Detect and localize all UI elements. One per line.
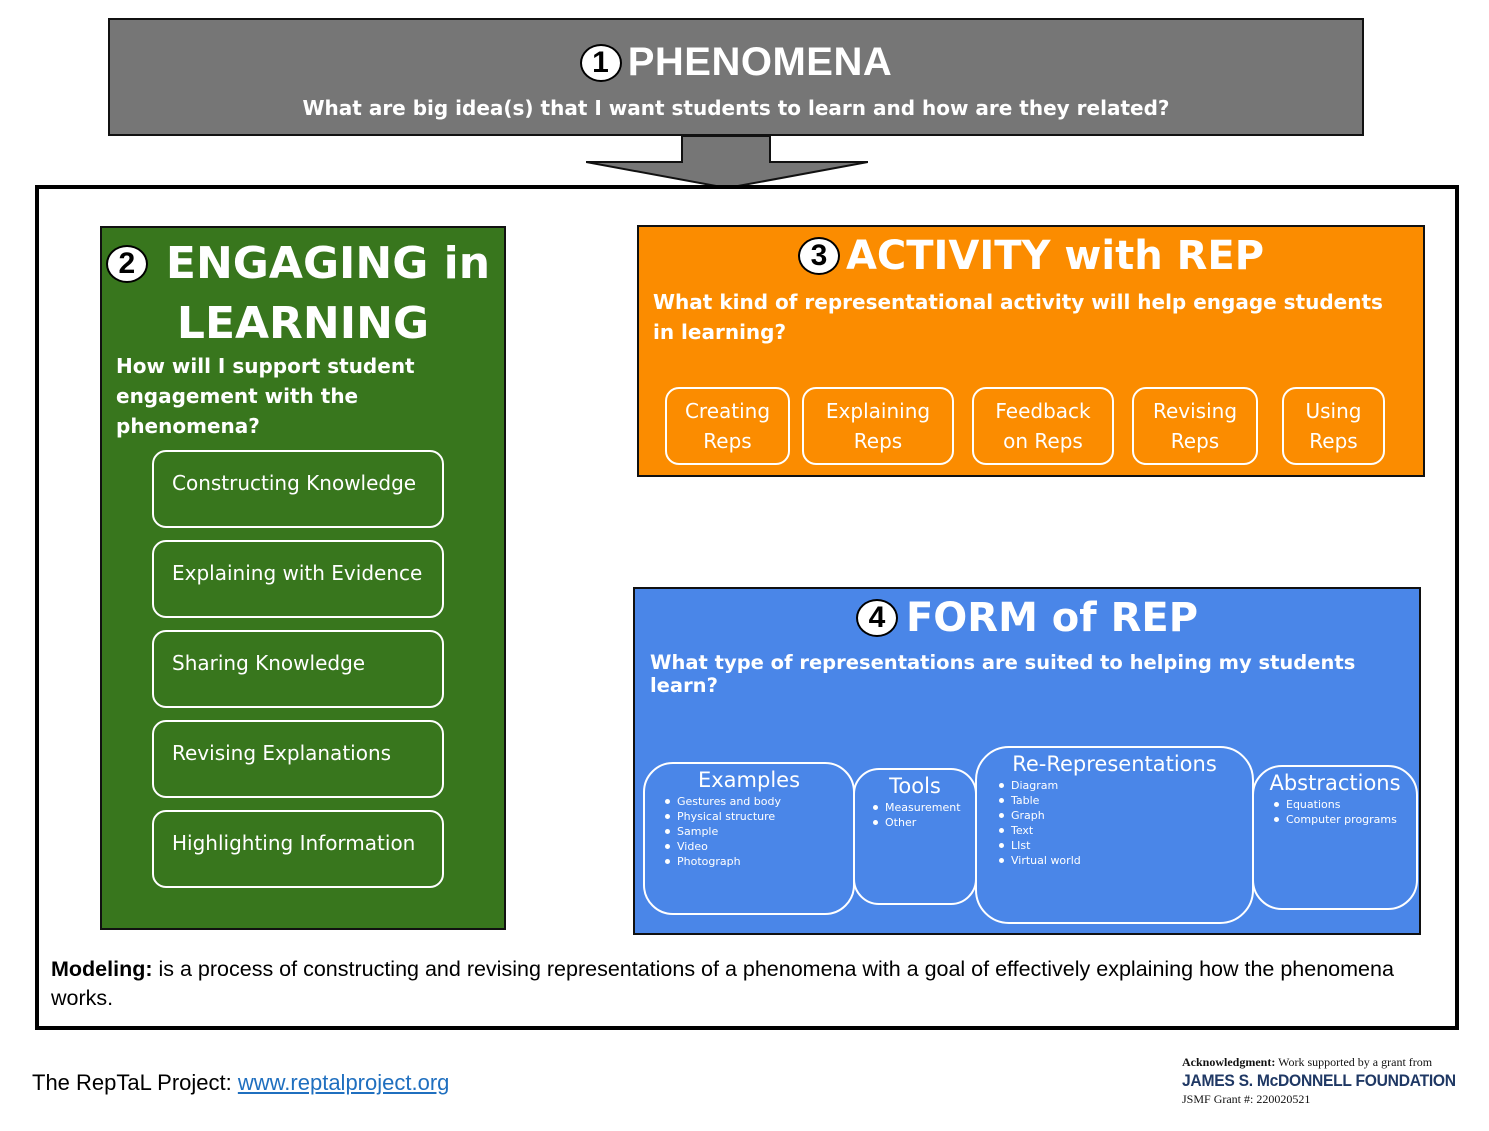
form-list-item: Video	[665, 839, 853, 854]
form-title-text: FORM of REP	[905, 595, 1199, 641]
form-list-item: Physical structure	[665, 809, 853, 824]
form-category-examples[interactable]: Examples Gestures and body Physical stru…	[643, 762, 855, 915]
form-title: 4 FORM of REP	[635, 595, 1419, 641]
form-list-item: Sample	[665, 824, 853, 839]
step-number-badge: 2	[105, 245, 148, 283]
form-list-item: Equations	[1274, 797, 1416, 812]
engagement-item[interactable]: Constructing Knowledge	[152, 450, 444, 528]
form-category-list: Equations Computer programs	[1254, 797, 1416, 827]
activity-item-line2: Reps	[1170, 429, 1220, 453]
engagement-item-label: Constructing Knowledge	[172, 471, 417, 495]
form-list-item: Diagram	[999, 778, 1252, 793]
activity-title-text: ACTIVITY with REP	[845, 233, 1265, 279]
phenomena-box: 1 PHENOMENA What are big idea(s) that I …	[108, 18, 1364, 136]
form-list-item: Text	[999, 823, 1252, 838]
engagement-item[interactable]: Highlighting Information	[152, 810, 444, 888]
activity-rep-box: 3 ACTIVITY with REP What kind of represe…	[637, 225, 1425, 477]
modeling-definition-text: is a process of constructing and revisin…	[51, 957, 1394, 1010]
engaging-question: How will I support student engagement wi…	[116, 354, 415, 438]
form-category-abstractions[interactable]: Abstractions Equations Computer programs	[1252, 765, 1418, 910]
engagement-item-label: Revising Explanations	[172, 741, 392, 765]
form-category-tools[interactable]: Tools Measurement Other	[853, 768, 977, 905]
engagement-item[interactable]: Explaining with Evidence	[152, 540, 444, 618]
activity-question: What kind of representational activity w…	[653, 290, 1383, 344]
foundation-logo: JAMES S. McDONNELL FOUNDATION	[1182, 1071, 1456, 1090]
activity-item-line2: Reps	[853, 429, 903, 453]
phenomena-question: What are big idea(s) that I want student…	[302, 96, 1170, 120]
down-arrow-icon	[586, 136, 868, 190]
activity-item-line2: Reps	[1309, 429, 1358, 453]
activity-item-line1: Explaining	[825, 399, 931, 423]
step-number-badge: 1	[579, 43, 622, 82]
form-category-title: Re-Representations	[1012, 752, 1217, 776]
engaging-title-line1: ENGAGING in	[165, 238, 491, 289]
form-category-list: Measurement Other	[855, 800, 975, 830]
activity-item-line2: on Reps	[1003, 429, 1083, 453]
acknowledgment: Acknowledgment: Work supported by a gran…	[1182, 1055, 1462, 1107]
activity-title: 3 ACTIVITY with REP	[639, 233, 1423, 279]
form-list-item: Other	[873, 815, 975, 830]
activity-item-line2: Reps	[703, 429, 752, 453]
form-category-title: Abstractions	[1269, 771, 1401, 795]
form-list-item: Virtual world	[999, 853, 1252, 868]
form-category-title: Examples	[697, 768, 801, 792]
engagement-item-label: Sharing Knowledge	[172, 651, 366, 675]
form-list-item: Graph	[999, 808, 1252, 823]
project-label: The RepTaL Project:	[32, 1070, 238, 1095]
form-category-title: Tools	[889, 774, 941, 798]
modeling-term: Modeling:	[51, 957, 153, 981]
step-number-badge: 4	[855, 599, 898, 637]
activity-item[interactable]: Feedback on Reps	[972, 387, 1114, 465]
activity-item-line1: Revising	[1152, 399, 1238, 423]
engagement-item[interactable]: Revising Explanations	[152, 720, 444, 798]
form-list-item: Photograph	[665, 854, 853, 869]
form-question: What type of representations are suited …	[650, 651, 1356, 697]
activity-item-line1: Feedback	[995, 399, 1091, 423]
form-category-re-representations[interactable]: Re-Representations Diagram Table Graph T…	[975, 746, 1254, 924]
ack-label: Acknowledgment:	[1182, 1055, 1276, 1069]
engagement-item[interactable]: Sharing Knowledge	[152, 630, 444, 708]
step-number-badge: 3	[797, 237, 840, 275]
activity-item-line1: Using	[1305, 399, 1362, 423]
form-category-list: Diagram Table Graph Text LIst Virtual wo…	[977, 778, 1252, 868]
engaging-title: 2 ENGAGING in LEARNING	[102, 234, 504, 354]
engaging-title-line2: LEARNING	[176, 298, 430, 349]
form-list-item: LIst	[999, 838, 1252, 853]
project-credit: The RepTaL Project: www.reptalproject.or…	[32, 1070, 449, 1096]
engaging-learning-box: 2 ENGAGING in LEARNING How will I suppor…	[100, 226, 506, 930]
form-rep-box: 4 FORM of REP What type of representatio…	[633, 587, 1421, 935]
phenomena-title: 1 PHENOMENA	[110, 40, 1362, 85]
engagement-item-label: Highlighting Information	[172, 831, 416, 855]
activity-item-line1: Creating	[684, 399, 771, 423]
modeling-definition: Modeling: is a process of constructing a…	[51, 955, 1451, 1013]
grant-number: JSMF Grant #: 220020521	[1182, 1092, 1311, 1106]
engagement-item-label: Explaining with Evidence	[172, 561, 423, 585]
form-list-item: Gestures and body	[665, 794, 853, 809]
project-website-link[interactable]: www.reptalproject.org	[237, 1070, 450, 1095]
form-list-item: Measurement	[873, 800, 975, 815]
phenomena-title-text: PHENOMENA	[627, 40, 893, 84]
ack-text: Work supported by a grant from	[1275, 1055, 1433, 1069]
form-list-item: Computer programs	[1274, 812, 1416, 827]
form-list-item: Table	[999, 793, 1252, 808]
form-category-list: Gestures and body Physical structure Sam…	[645, 794, 853, 869]
